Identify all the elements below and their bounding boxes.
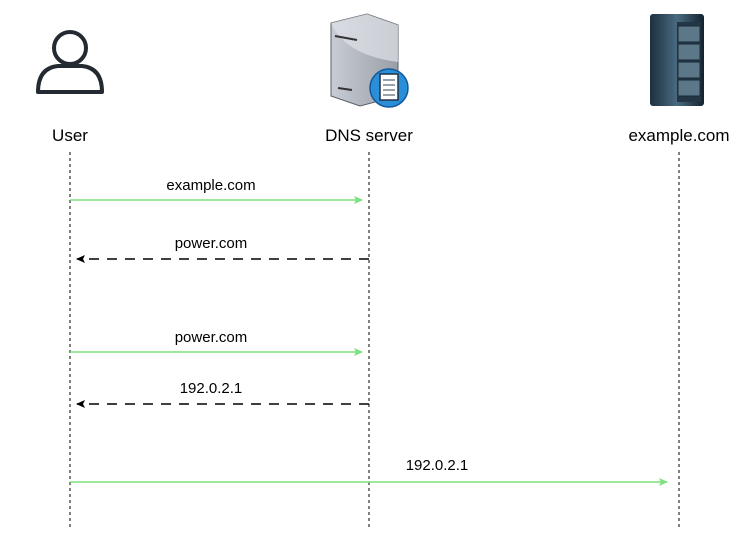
message-label-3: power.com — [175, 329, 248, 346]
message-label-2: power.com — [175, 235, 248, 252]
participant-label-user: User — [52, 126, 88, 145]
participant-label-example-com: example.com — [628, 126, 729, 145]
dns-server-icon — [330, 13, 409, 108]
participant-label-dns-server: DNS server — [325, 126, 413, 145]
user-icon — [36, 30, 104, 94]
server-rack-icon — [650, 14, 704, 106]
message-label-5: 192.0.2.1 — [406, 457, 469, 474]
message-label-1: example.com — [166, 177, 255, 194]
message-label-4: 192.0.2.1 — [180, 380, 243, 397]
